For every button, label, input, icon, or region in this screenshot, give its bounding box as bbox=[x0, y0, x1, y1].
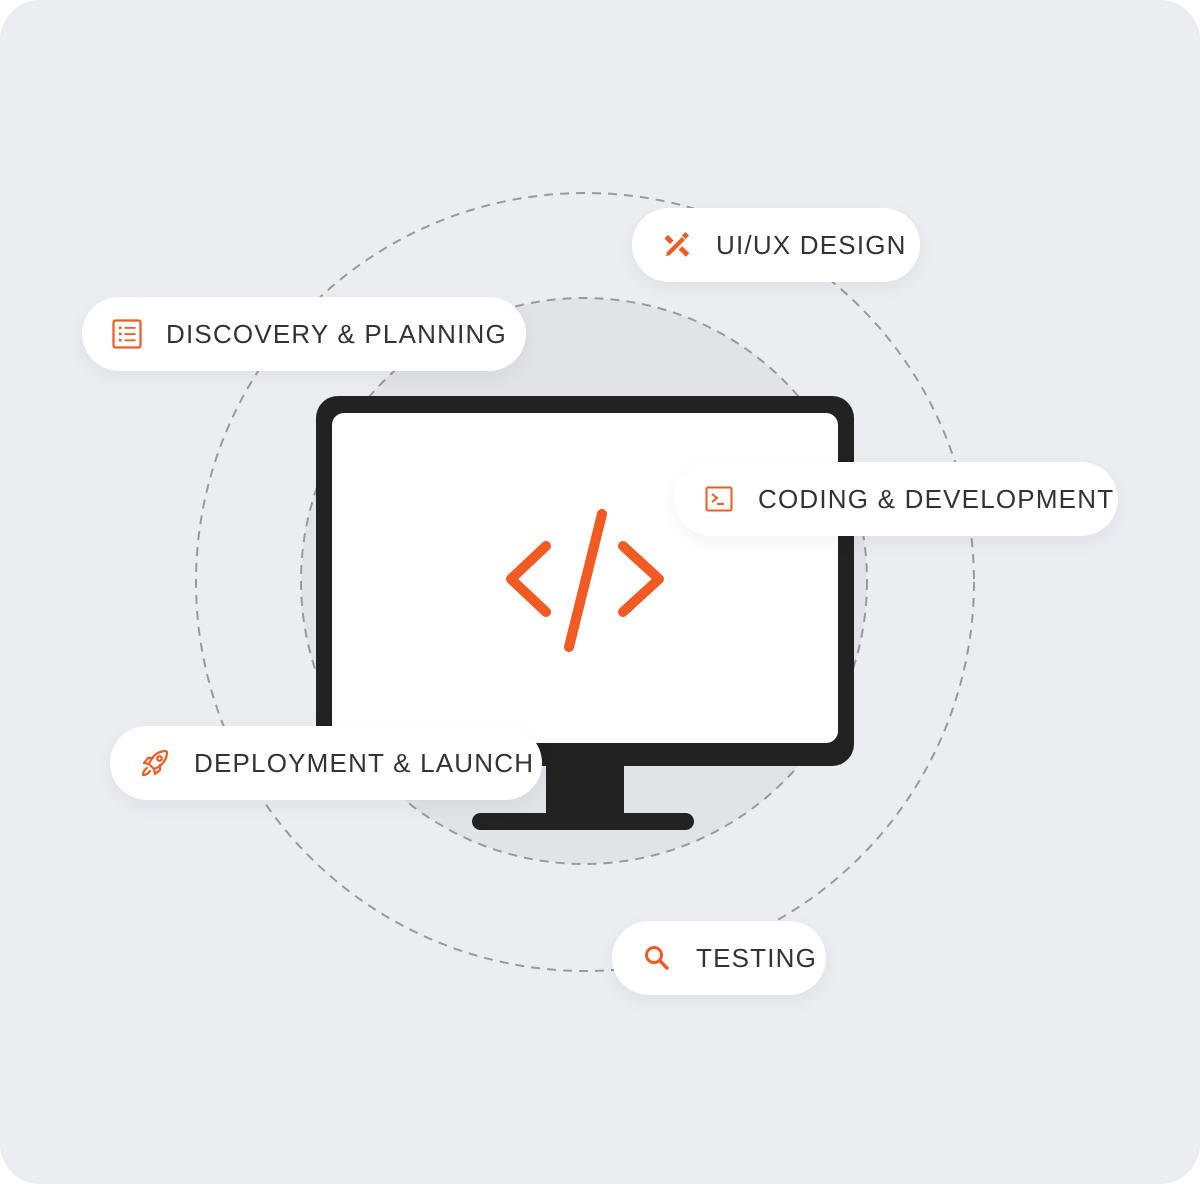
rocket-icon bbox=[138, 746, 172, 780]
monitor-stand bbox=[472, 764, 694, 830]
step-uiux-design: UI/UX DESIGN bbox=[632, 208, 920, 282]
inner-orbit bbox=[300, 297, 868, 865]
step-label: CODING & DEVELOPMENT bbox=[758, 484, 1115, 514]
step-label: DISCOVERY & PLANNING bbox=[166, 319, 507, 349]
monitor-stand-base bbox=[472, 813, 694, 830]
step-label: DEPLOYMENT & LAUNCH bbox=[194, 748, 535, 778]
step-testing: TESTING bbox=[612, 921, 826, 995]
step-label: UI/UX DESIGN bbox=[716, 230, 907, 260]
pencil-ruler-icon bbox=[660, 228, 694, 262]
outer-orbit bbox=[195, 192, 975, 972]
code-brackets-icon bbox=[506, 509, 664, 652]
list-icon bbox=[110, 317, 144, 351]
monitor-stand-neck bbox=[546, 764, 624, 816]
step-discovery-planning: DISCOVERY & PLANNING bbox=[82, 297, 526, 371]
search-icon bbox=[640, 941, 674, 975]
terminal-icon bbox=[702, 482, 736, 516]
step-label: TESTING bbox=[696, 943, 818, 973]
step-deployment-launch: DEPLOYMENT & LAUNCH bbox=[110, 726, 542, 800]
step-coding-development: CODING & DEVELOPMENT bbox=[674, 462, 1118, 536]
